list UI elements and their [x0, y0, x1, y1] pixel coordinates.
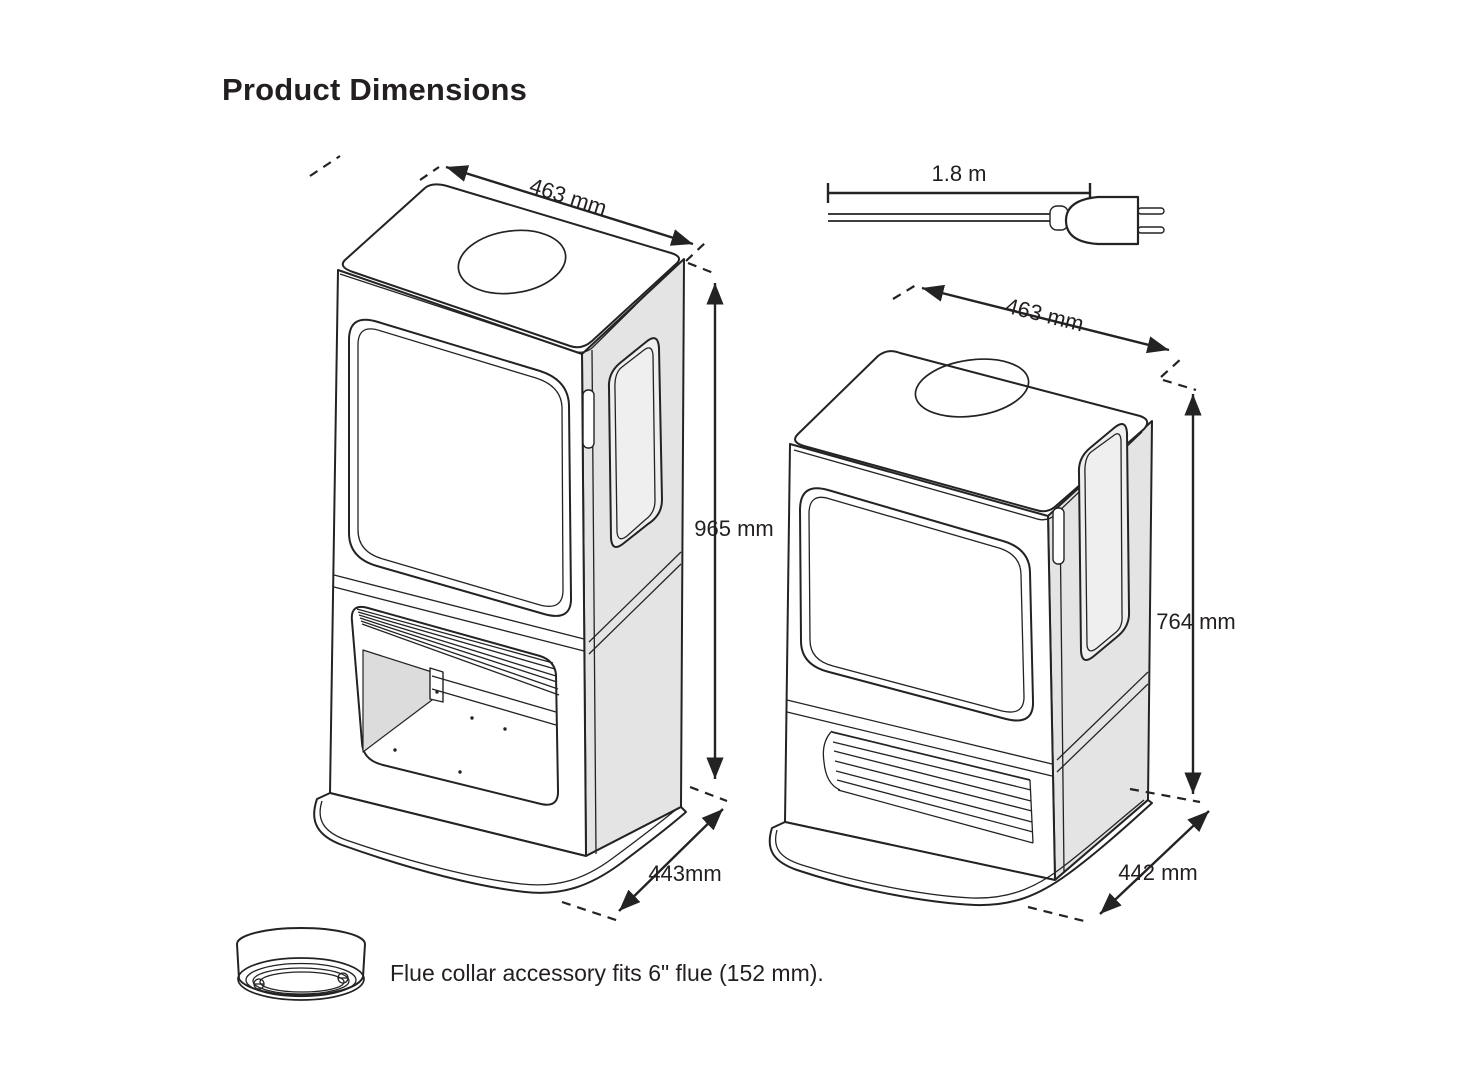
short-stove-louvre-grille [822, 730, 1034, 844]
short-stove-height-dimension: 764 mm [1129, 378, 1236, 804]
plug-icon [1064, 195, 1165, 246]
short-stove-height-label: 764 mm [1156, 609, 1235, 634]
tall-stove-louvre-grille [356, 608, 560, 696]
tall-stove-side-window [607, 337, 663, 548]
short-stove-hob-circle [914, 358, 1030, 418]
tall-stove-door-handle [582, 389, 595, 449]
tall-stove-height-dimension: 965 mm [687, 261, 774, 803]
tall-stove-depth-dimension: 443mm [561, 808, 724, 924]
power-cord-illustration: 1.8 m [826, 161, 1165, 246]
short-stove-illustration [768, 350, 1153, 907]
short-stove-depth-label: 442 mm [1118, 860, 1197, 885]
tall-stove-depth-label: 443mm [648, 861, 721, 886]
short-stove-door-handle [1052, 507, 1065, 565]
short-stove-front-panel [784, 443, 1056, 881]
tall-stove-height-label: 965 mm [694, 516, 773, 541]
short-stove-depth-dimension: 442 mm [1027, 810, 1210, 924]
tall-stove-log-store-opening [350, 605, 560, 806]
flue-collar-illustration [236, 927, 366, 1001]
short-stove-width-label: 463 mm [1003, 293, 1086, 336]
tall-stove-side-panel [581, 258, 685, 857]
short-stove-top-panel [794, 350, 1149, 513]
flue-collar-note: Flue collar accessory fits 6" flue (152 … [390, 960, 824, 986]
tall-stove-front-window [348, 318, 573, 617]
tall-stove-illustration [313, 183, 687, 894]
tall-stove-log-store-interior [362, 649, 557, 774]
short-stove-side-window [1077, 423, 1131, 661]
tall-stove-top-panel [341, 183, 681, 349]
power-cord-length-label: 1.8 m [931, 161, 986, 186]
short-stove-front-window [799, 487, 1035, 722]
page-title: Product Dimensions [222, 72, 528, 107]
